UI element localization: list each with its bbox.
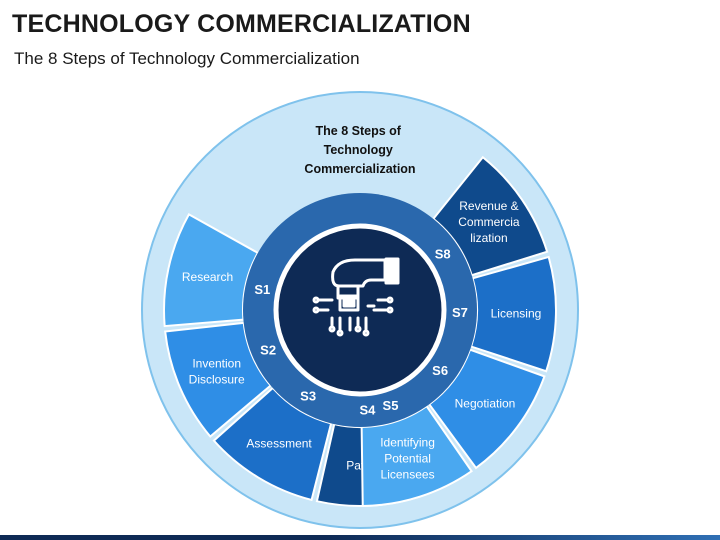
step-label-line: lization [470,231,507,245]
step-segment [431,155,549,277]
step-segment [469,255,557,373]
center-heading-line: Commercialization [304,162,415,176]
step-code: S8 [435,247,451,262]
page-title: TECHNOLOGY COMMERCIALIZATION [12,10,471,38]
footer-accent-bar [0,535,720,540]
step-label-line: Research [182,270,233,284]
step-segment [163,213,260,328]
step-label: Research [182,270,233,284]
step-label-line: Licensing [491,306,542,320]
step-label: Revenue & Commercia lization [458,199,520,245]
step-label-line: Identifying [380,436,435,450]
step-label-line: Negotiation [455,396,516,410]
step-label: Licensing [491,306,542,320]
step-label-line: Assessment [246,436,312,450]
step-segments: ResearchInventionDisclosureAssessmentPat… [163,155,557,507]
step-label-line: Commercia [458,215,520,229]
step-label: Negotiation [455,396,516,410]
step-label-line: Potential [384,452,431,466]
center-heading: The 8 Steps of Technology Commercializat… [304,124,415,176]
step-label-line: Invention [192,357,241,371]
step-code: S6 [432,363,448,378]
step-label: Assessment [246,436,312,450]
step-code: S5 [383,398,399,413]
step-label-line: Revenue & [459,199,518,213]
hand-and-circuit-chip-icon [312,257,400,337]
center-disc [273,223,447,397]
center-heading-line: The 8 Steps of [316,124,402,138]
step-code: S3 [300,388,316,403]
step-code: S7 [452,305,468,320]
page-subtitle: The 8 Steps of Technology Commercializat… [14,49,360,68]
step-code: S4 [359,403,376,418]
step-code: S2 [260,342,276,357]
step-segment [360,404,473,507]
step-label-line: Licensees [381,468,435,482]
step-label-line: Disclosure [189,373,245,387]
step-segment [427,348,546,470]
step-segment [212,386,333,502]
step-code: S1 [254,282,270,297]
center-heading-line: Technology [324,143,393,157]
